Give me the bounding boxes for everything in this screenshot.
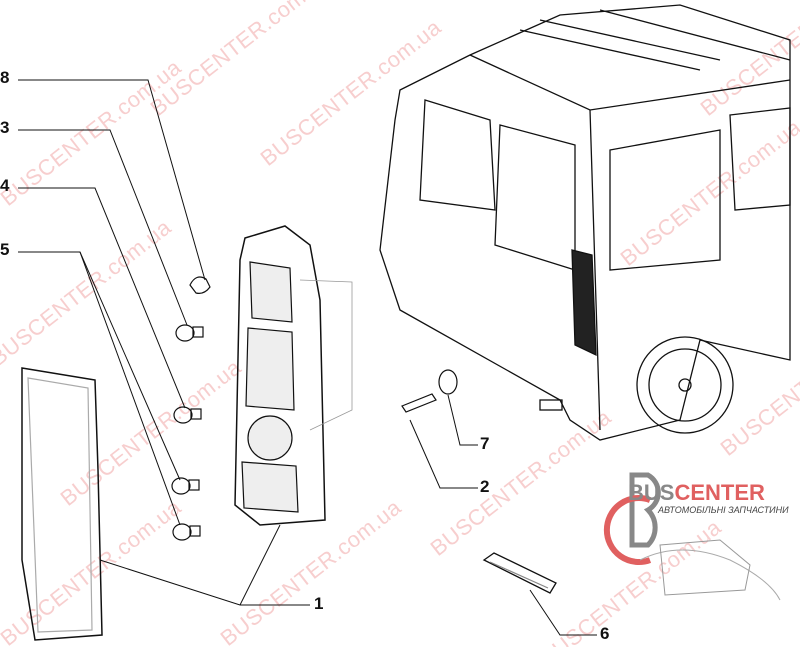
van-rear-view [379, 4, 791, 441]
lamp-lens [21, 367, 103, 641]
callout-2: 2 [480, 477, 490, 496]
callout-3: 3 [0, 118, 10, 137]
bulb-5a [171, 477, 200, 495]
reflector-part-6 [482, 552, 557, 594]
callout-7: 7 [480, 434, 490, 453]
callout-4: 4 [0, 176, 10, 195]
callout-6: 6 [600, 624, 610, 643]
bulb-5b [172, 523, 201, 541]
callout-8: 8 [0, 68, 10, 87]
tail-lamp-body [234, 225, 353, 526]
bulb-8 [189, 276, 211, 294]
logo-subtitle: АВТОМОБІЛЬНІ ЗАПЧАСТИНИ [658, 505, 789, 515]
logo-brand: BUSCENTER [628, 480, 765, 505]
callout-5: 5 [0, 240, 10, 259]
bulb-3 [175, 324, 204, 342]
callout-1: 1 [314, 594, 324, 613]
bulb-4 [173, 406, 202, 424]
leader-lines [18, 79, 597, 636]
clip-part-7 [438, 369, 458, 395]
screw-part-2 [401, 393, 437, 413]
logo-mark [603, 472, 781, 601]
